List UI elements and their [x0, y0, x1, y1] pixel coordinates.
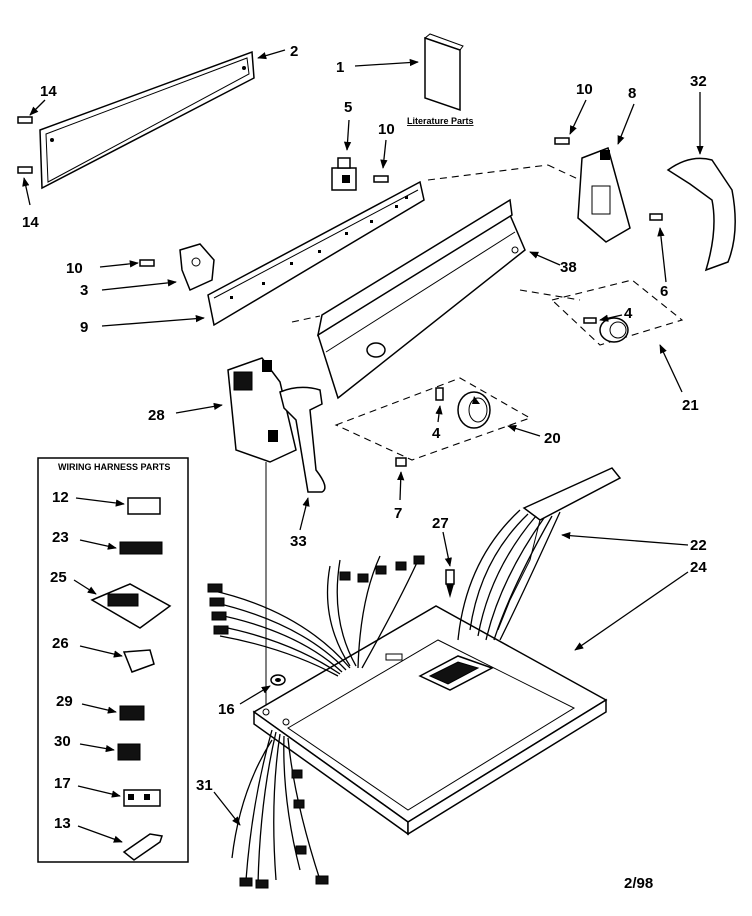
callout-14-top: 14 — [40, 83, 57, 100]
connector-part — [127, 497, 161, 515]
screw-part — [649, 213, 663, 221]
wiring-harness-parts-title: WIRING HARNESS PARTS — [58, 462, 170, 472]
timer-part — [554, 137, 631, 243]
connector-part — [117, 743, 141, 761]
grommet-part — [270, 674, 286, 686]
knob-part — [583, 317, 629, 343]
callout-38: 38 — [560, 259, 577, 276]
dial-knob-part — [435, 387, 491, 429]
callout-9: 9 — [80, 319, 88, 336]
callout-4-middle: 4 — [432, 425, 441, 442]
callout-28: 28 — [148, 407, 165, 424]
console-part — [316, 198, 526, 400]
knob-group-outline — [550, 279, 684, 346]
callout-22: 22 — [690, 537, 707, 554]
harness-item-23: 23 — [52, 529, 69, 546]
callout-3: 3 — [80, 282, 88, 299]
harness-item-17: 17 — [54, 775, 71, 792]
wiring-harness-parts-box: WIRING HARNESS PARTS 12 23 25 26 29 30 1… — [37, 457, 189, 863]
lower-harness-part — [231, 729, 329, 889]
callout-8: 8 — [628, 85, 636, 102]
center-harness-part — [207, 555, 425, 677]
connector-part — [119, 705, 145, 721]
literature-parts-label: Literature Parts — [407, 116, 474, 126]
harness-item-29: 29 — [56, 693, 73, 710]
callout-14-bottom: 14 — [22, 214, 39, 231]
callout-1: 1 — [336, 59, 344, 76]
callout-7: 7 — [394, 505, 402, 522]
callout-5: 5 — [344, 99, 352, 116]
rear-panel-part — [39, 50, 255, 190]
harness-item-12: 12 — [52, 489, 69, 506]
callout-16: 16 — [218, 701, 235, 718]
screw-part — [17, 116, 33, 174]
callout-10-middle: 10 — [378, 121, 395, 138]
harness-item-26: 26 — [52, 635, 69, 652]
bracket-part — [139, 243, 215, 292]
plug-part — [445, 569, 455, 598]
harness-item-30: 30 — [54, 733, 71, 750]
callout-27: 27 — [432, 515, 449, 532]
end-cap-piece-part — [279, 386, 326, 493]
harness-item-13: 13 — [54, 815, 71, 832]
callout-4-right: 4 — [624, 305, 633, 322]
callout-10-right: 10 — [576, 81, 593, 98]
callout-31: 31 — [196, 777, 213, 794]
harness-item-25: 25 — [50, 569, 67, 586]
callout-2: 2 — [290, 43, 298, 60]
screw-part — [373, 175, 389, 183]
callout-10-left: 10 — [66, 260, 83, 277]
dial-group-outline — [334, 377, 532, 461]
top-cabinet-part — [252, 605, 608, 836]
end-cap-part — [666, 157, 736, 272]
callout-21: 21 — [682, 397, 699, 414]
callout-24: 24 — [690, 559, 707, 576]
control-panel-strip-part — [207, 180, 425, 327]
main-harness-part — [457, 467, 622, 641]
connector-part — [122, 649, 155, 673]
terminal-part — [122, 833, 163, 861]
date-code: 2/98 — [624, 875, 653, 892]
callout-20: 20 — [544, 430, 561, 447]
callout-32: 32 — [690, 73, 707, 90]
callout-33: 33 — [290, 533, 307, 550]
connector-part — [119, 541, 163, 555]
switch-part — [331, 157, 357, 191]
callout-6: 6 — [660, 283, 668, 300]
literature-part — [423, 33, 464, 112]
screw-part — [395, 457, 407, 467]
left-end-cap-part — [227, 357, 297, 463]
